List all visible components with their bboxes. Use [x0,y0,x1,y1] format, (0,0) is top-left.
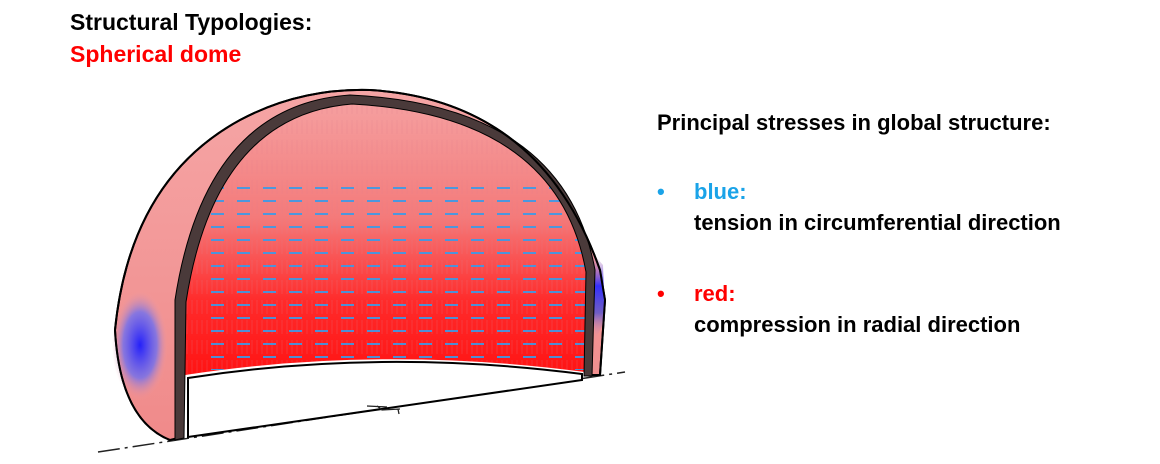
title-subtitle: Spherical dome [70,41,242,67]
legend-item-red: • red: compression in radial direction [657,278,1061,340]
legend-item-blue: • blue: tension in circumferential direc… [657,176,1061,238]
bullet-icon: • [657,281,665,306]
legend-key-blue: blue: [694,179,747,204]
tension-zone-left [112,290,168,400]
legend-desc-blue: tension in circumferential direction [694,210,1061,235]
arch-rib [174,94,596,441]
title-heading: Structural Typologies: [70,9,313,35]
bullet-icon: • [657,179,665,204]
stress-legend: Principal stresses in global structure: … [657,108,1061,380]
support-symbol-icon [366,405,401,415]
dome-opening [187,360,583,439]
legend-heading: Principal stresses in global structure: [657,110,1051,135]
legend-desc-red: compression in radial direction [694,312,1021,337]
slide-title: Structural Typologies: Spherical dome [70,6,312,70]
legend-key-red: red: [694,281,736,306]
